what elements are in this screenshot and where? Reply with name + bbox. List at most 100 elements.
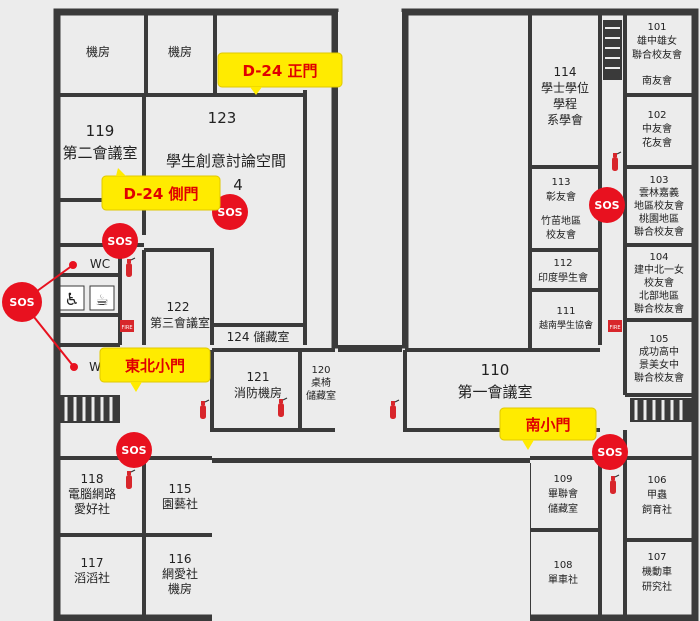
room-110-number: 110 (481, 361, 510, 379)
room-118-number: 118 (81, 472, 104, 486)
room-114-number: 114 (554, 65, 577, 79)
sos-target-dot (70, 363, 78, 371)
room-119-number: 119 (86, 122, 115, 140)
room-122-number: 122 (167, 300, 190, 314)
room-117-name: 滔滔社 (74, 570, 110, 585)
fire-alarm-label: FIRE (122, 325, 133, 331)
room-107-line2: 研究社 (642, 580, 672, 593)
room-101-line2: 聯合校友會 (632, 48, 682, 61)
room-123-name: 學生創意討論空間 (166, 152, 286, 170)
door-main-label: D-24 正門 (242, 62, 317, 80)
room-106-line2: 飼育社 (642, 503, 672, 516)
sos-marker-icon: SOS (102, 223, 138, 259)
room-108-name: 單車社 (548, 573, 578, 586)
room-104-line1: 建中北一女 (634, 263, 684, 276)
room-machine-a: 機房 (86, 44, 110, 59)
room-118-line2: 愛好社 (74, 501, 110, 516)
fire-extinguisher-icon (609, 474, 620, 495)
room-117-number: 117 (81, 556, 104, 570)
room-115-number: 115 (169, 482, 192, 496)
fire-extinguisher-icon (125, 257, 136, 278)
room-106-line1: 甲蟲 (647, 488, 667, 501)
room-120-number: 120 (311, 365, 330, 376)
room-123-number: 123 (208, 109, 237, 127)
room-104-line4: 聯合校友會 (634, 302, 684, 315)
fire-alarm-icon: FIRE (608, 320, 622, 332)
svg-text:☕: ☕ (95, 291, 108, 309)
staircase-right-upper (603, 20, 622, 80)
room-111-name: 越南學生協會 (539, 319, 593, 331)
staircase-left (60, 395, 120, 423)
room-120-line2: 儲藏室 (306, 389, 336, 402)
door-side-label: D-24 側門 (123, 185, 198, 203)
sos-target-dot (69, 261, 77, 269)
room-121-name: 消防機房 (234, 385, 282, 400)
sos-marker-icon: SOS (212, 194, 248, 230)
sos-marker-icon: SOS (589, 187, 625, 223)
room-114-line3: 系學會 (547, 113, 583, 127)
room-112-number: 112 (553, 258, 572, 269)
room-107-line1: 機動車 (642, 565, 672, 578)
door-south-label: 南小門 (525, 416, 570, 434)
room-105-number: 105 (649, 334, 668, 345)
door-callout-side: D-24 側門 (101, 168, 221, 211)
room-119-name: 第二會議室 (62, 144, 137, 162)
door-callout-main: D-24 正門 (217, 52, 343, 95)
room-wc-bottom: W (89, 360, 101, 374)
room-123-fragment: 4 (233, 176, 243, 194)
sos-label: SOS (597, 446, 622, 459)
room-102-line1: 中友會 (642, 122, 672, 135)
accessible-toilet-icon: ♿ (59, 285, 85, 311)
room-102-line2: 花友會 (642, 136, 672, 149)
svg-text:♿: ♿ (64, 290, 79, 310)
room-113-number: 113 (551, 177, 570, 188)
sos-label: SOS (107, 235, 132, 248)
room-101-number: 101 (647, 22, 666, 33)
fire-alarm-label: FIRE (610, 325, 621, 331)
corridor-wall (212, 458, 530, 463)
sos-marker-icon: SOS (116, 432, 152, 468)
room-machine-b: 機房 (168, 44, 192, 59)
room-116-line2: 機房 (168, 581, 192, 596)
courtyard (212, 463, 530, 621)
door-northeast-label: 東北小門 (125, 357, 185, 375)
room-110-name: 第一會議室 (457, 383, 532, 401)
room-111-number: 111 (556, 306, 575, 317)
room-105-line3: 聯合校友會 (634, 371, 684, 384)
room-113-line1: 彰友會 (546, 190, 576, 203)
sos-label: SOS (594, 199, 619, 212)
room-122-name: 第三會議室 (150, 315, 210, 330)
sos-label: SOS (9, 296, 34, 309)
fire-alarm-icon: FIRE (120, 320, 134, 332)
room-104-number: 104 (649, 252, 668, 263)
fire-extinguisher-icon (611, 151, 622, 172)
room-103-line4: 聯合校友會 (634, 225, 684, 238)
staircase-right (630, 398, 692, 422)
room-112-name: 印度學生會 (538, 271, 588, 284)
room-116-line1: 網愛社 (162, 566, 198, 581)
room-116-number: 116 (169, 552, 192, 566)
room-114-line2: 學程 (553, 96, 577, 111)
room-101-line1: 雄中雄女 (637, 34, 677, 47)
room-109-line2: 儲藏室 (548, 502, 578, 515)
room-104-line3: 北部地區 (639, 289, 679, 302)
interior-walls (57, 12, 695, 618)
sos-label: SOS (217, 206, 242, 219)
room-103-line2: 地區校友會 (634, 199, 684, 212)
room-109-number: 109 (553, 474, 572, 485)
door-callout-south: 南小門 (499, 407, 597, 450)
room-101-line3: 南友會 (642, 74, 672, 87)
room-103-line1: 雲林嘉義 (639, 186, 679, 199)
room-105-line1: 成功高中 (639, 345, 679, 358)
fire-extinguisher-icon (389, 399, 400, 420)
fire-extinguisher-icon (125, 469, 136, 490)
room-104-line2: 校友會 (644, 276, 674, 289)
room-124-label: 124 儲藏室 (227, 329, 290, 344)
room-103-line3: 桃園地區 (639, 212, 679, 225)
room-113-line3: 校友會 (546, 228, 576, 241)
room-wc-top: WC (90, 257, 110, 271)
sos-marker-icon: SOS (2, 282, 42, 322)
sos-marker-icon: SOS (592, 434, 628, 470)
room-114-line1: 學士學位 (541, 80, 589, 95)
